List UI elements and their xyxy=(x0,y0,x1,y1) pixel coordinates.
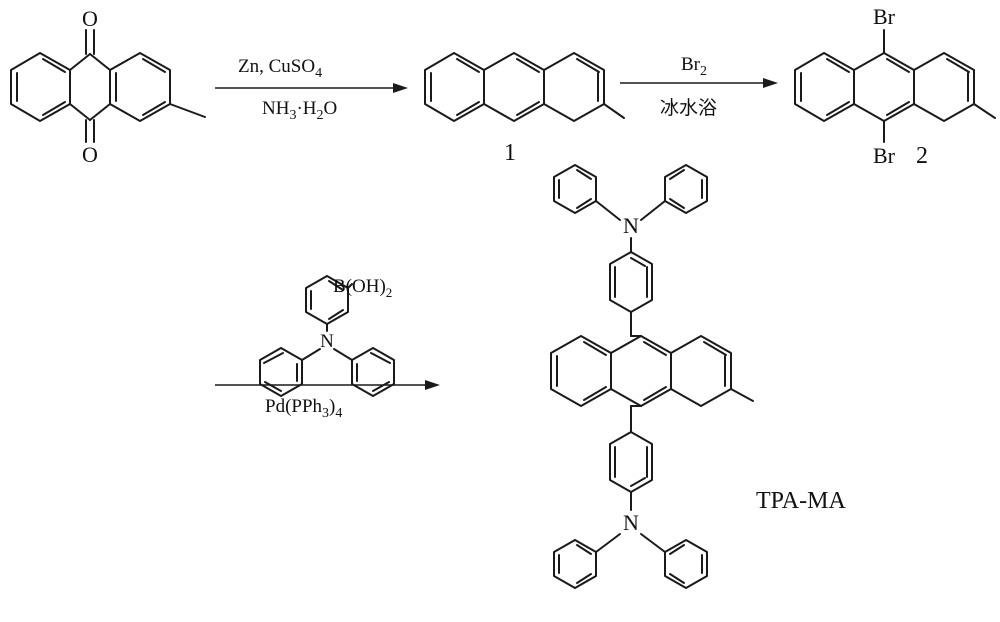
boronic-acid-reagent: B(OH)2 N xyxy=(259,275,395,397)
product-nitrogen-top: N xyxy=(623,213,639,238)
product-anthracene-left xyxy=(550,335,612,407)
boronic-nitrogen: N xyxy=(320,331,334,352)
starting-material-methylanthraquinone: O O xyxy=(10,6,206,167)
compound-2-label: 2 xyxy=(916,143,928,169)
boronic-left-phenyl xyxy=(259,347,303,397)
product-top-phenylene xyxy=(609,251,653,313)
product-top-right-phenyl xyxy=(664,164,708,214)
product-bottom-phenylene xyxy=(609,431,653,493)
step1-reagent-bottom: NH3·H2O xyxy=(262,98,337,123)
product-anthracene-middle xyxy=(610,335,672,407)
arrow-3-head xyxy=(425,380,440,390)
cpd2-bromine-top: Br xyxy=(873,4,896,29)
cpd1-methyl xyxy=(603,103,625,119)
product-bottom-right-phenyl xyxy=(664,539,708,589)
reaction-arrow-2: Br2 冰水浴 xyxy=(620,54,778,119)
step3-catalyst: Pd(PPh3)4 xyxy=(265,396,342,421)
step2-reagent-bottom: 冰水浴 xyxy=(660,97,717,119)
product-nitrogen-bottom: N xyxy=(623,510,639,535)
product-tpa-ma: N N xyxy=(550,164,846,589)
sm-oxygen-bottom: O xyxy=(82,142,98,167)
product-methyl xyxy=(730,388,754,402)
sm-left-ring xyxy=(10,52,71,122)
boronic-right-phenyl xyxy=(351,347,395,397)
arrow-1-head xyxy=(393,83,408,93)
reaction-arrow-3: Pd(PPh3)4 xyxy=(215,380,440,421)
boronic-acid-label: B(OH)2 xyxy=(333,276,392,300)
compound-1-label: 1 xyxy=(504,140,516,166)
reaction-arrow-1: Zn, CuSO4 NH3·H2O xyxy=(215,56,408,123)
product-anthracene-right xyxy=(670,335,732,407)
step1-reagent-top: Zn, CuSO4 xyxy=(238,56,322,81)
arrow-2-head xyxy=(763,78,778,88)
compound-1-methylanthracene: 1 xyxy=(424,52,625,166)
product-top-left-phenyl xyxy=(553,164,597,214)
sm-oxygen-top: O xyxy=(82,6,98,31)
product-label: TPA-MA xyxy=(756,488,846,514)
cpd2-methyl xyxy=(973,103,996,119)
sm-right-ring xyxy=(109,52,171,122)
step2-reagent-top: Br2 xyxy=(681,54,707,79)
compound-2-dibromo: Br Br 2 xyxy=(794,4,996,169)
sm-methyl xyxy=(169,103,206,118)
cpd2-bromine-bottom: Br xyxy=(873,143,896,168)
product-bottom-left-phenyl xyxy=(553,539,597,589)
